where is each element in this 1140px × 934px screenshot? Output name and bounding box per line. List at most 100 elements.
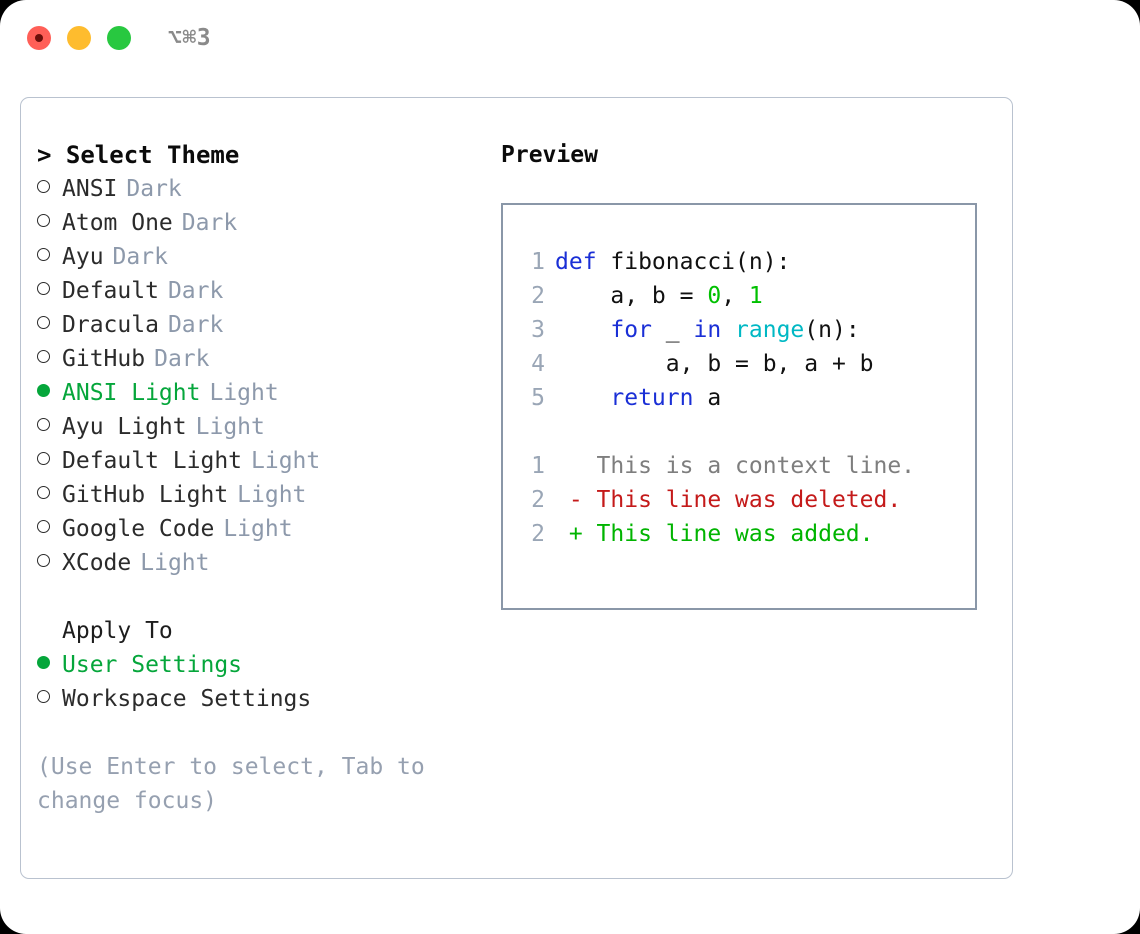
radio-selected-icon xyxy=(37,384,50,397)
code-token: a, b = xyxy=(555,283,708,309)
diff-line-add: 2 + This line was added. xyxy=(519,517,915,551)
line-number: 4 xyxy=(531,351,545,377)
theme-variant-tag: Dark xyxy=(181,210,238,236)
theme-option-label: XCode xyxy=(62,550,132,576)
title-bar: ⌥⌘3 xyxy=(0,0,1140,78)
radio-unselected-icon xyxy=(37,350,50,363)
theme-option-default-light[interactable]: Default Light Light xyxy=(37,444,487,478)
theme-variant-tag: Light xyxy=(195,414,265,440)
apply-to-heading: Apply To xyxy=(62,618,173,644)
theme-option-label: Default Light xyxy=(62,448,243,474)
theme-option-label: Atom One xyxy=(62,210,173,236)
diff-marker: + xyxy=(555,521,597,547)
theme-option-atom-one[interactable]: Atom One Dark xyxy=(37,206,487,240)
close-button[interactable] xyxy=(27,26,51,50)
diff-marker xyxy=(555,453,597,479)
radio-selected-icon xyxy=(37,656,50,669)
line-number: 5 xyxy=(531,385,545,411)
theme-variant-tag: Light xyxy=(251,448,321,474)
code-token: return xyxy=(610,385,694,411)
theme-option-label: Ayu xyxy=(62,244,104,270)
theme-variant-tag: Dark xyxy=(167,312,224,338)
keyboard-hint: (Use Enter to select, Tab to change focu… xyxy=(37,754,425,814)
maximize-button[interactable] xyxy=(107,26,131,50)
line-number: 1 xyxy=(531,453,545,479)
theme-variant-tag: Light xyxy=(223,516,293,542)
keyboard-shortcut-label: ⌥⌘3 xyxy=(168,25,212,51)
theme-option-default[interactable]: Default Dark xyxy=(37,274,487,308)
code-token: _ xyxy=(651,317,694,343)
code-line: 4 a, b = b, a + b xyxy=(519,347,874,381)
code-token: in xyxy=(693,317,722,343)
diff-marker: - xyxy=(555,487,597,513)
code-token: for xyxy=(610,317,652,343)
traffic-light-group xyxy=(27,26,131,50)
theme-variant-tag: Dark xyxy=(154,346,210,372)
apply-to-option-workspace-settings[interactable]: Workspace Settings xyxy=(37,682,487,716)
code-line: 2 a, b = 0, 1 xyxy=(519,279,874,313)
apply-to-option-user-settings[interactable]: User Settings xyxy=(37,648,487,682)
theme-option-label: GitHub xyxy=(62,346,146,372)
radio-unselected-icon xyxy=(37,520,50,533)
theme-option-ayu[interactable]: Ayu Dark xyxy=(37,240,487,274)
theme-variant-tag: Dark xyxy=(126,176,182,202)
line-number: 3 xyxy=(531,317,545,343)
preview-panel: Preview 1 def fibonacci(n): 2 a, b = 0, 1 3… xyxy=(501,138,1001,610)
theme-variant-tag: Dark xyxy=(112,244,168,270)
line-number: 1 xyxy=(531,249,545,275)
theme-option-dracula[interactable]: Dracula Dark xyxy=(37,308,487,342)
radio-unselected-icon xyxy=(37,248,50,261)
code-token: fibonacci(n): xyxy=(610,249,791,275)
code-token xyxy=(721,317,735,343)
theme-option-ayu-light[interactable]: Ayu Light Light xyxy=(37,410,487,444)
radio-unselected-icon xyxy=(37,282,50,295)
apply-to-option-label: User Settings xyxy=(62,652,243,678)
code-line: 5 return a xyxy=(519,381,874,415)
theme-variant-tag: Dark xyxy=(167,278,224,304)
minimize-button[interactable] xyxy=(67,26,91,50)
theme-option-label: Default xyxy=(62,278,159,304)
radio-unselected-icon xyxy=(37,316,50,329)
code-token: , xyxy=(721,283,749,309)
theme-option-label: ANSI xyxy=(62,176,118,202)
code-token: a, b = b, a + b xyxy=(555,351,874,377)
theme-option-label: Ayu Light xyxy=(62,414,187,440)
line-number: 2 xyxy=(531,521,545,547)
diff-text: This line was added. xyxy=(596,521,874,547)
code-token: 1 xyxy=(748,283,763,309)
diff-line-del: 2 - This line was deleted. xyxy=(519,483,915,517)
line-number: 2 xyxy=(531,487,545,513)
code-token: (n): xyxy=(804,317,860,343)
diff-line-ctx: 1 This is a context line. xyxy=(519,449,915,483)
theme-option-ansi[interactable]: ANSI Dark xyxy=(37,172,487,206)
radio-unselected-icon xyxy=(37,690,50,703)
theme-option-github[interactable]: GitHub Dark xyxy=(37,342,487,376)
theme-variant-tag: Light xyxy=(237,482,307,508)
theme-variant-tag: Light xyxy=(209,380,279,406)
radio-unselected-icon xyxy=(37,180,50,193)
code-token: a xyxy=(693,385,722,411)
radio-unselected-icon xyxy=(37,486,50,499)
page-title: > Select Theme xyxy=(37,141,240,169)
code-token xyxy=(555,317,610,343)
theme-option-label: Dracula xyxy=(62,312,159,338)
preview-box: 1 def fibonacci(n): 2 a, b = 0, 1 3 for _ i… xyxy=(501,203,977,610)
radio-unselected-icon xyxy=(37,554,50,567)
preview-title: Preview xyxy=(501,142,598,168)
line-number: 2 xyxy=(531,283,545,309)
code-token: def xyxy=(555,249,611,275)
radio-unselected-icon xyxy=(37,418,50,431)
code-line: 1 def fibonacci(n): xyxy=(519,245,874,279)
code-token xyxy=(555,385,610,411)
code-token: range xyxy=(735,317,805,343)
